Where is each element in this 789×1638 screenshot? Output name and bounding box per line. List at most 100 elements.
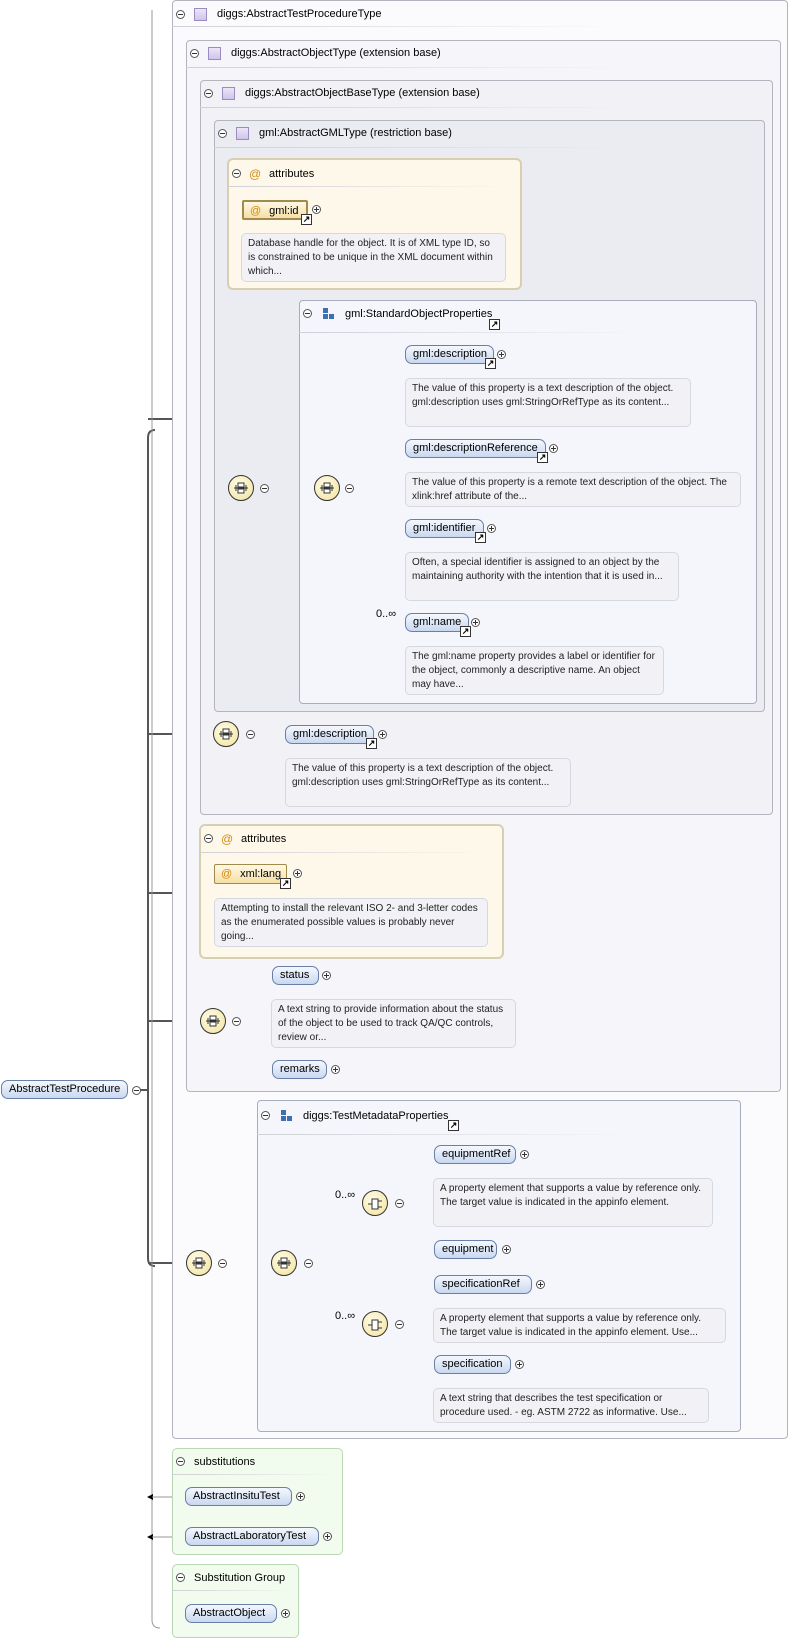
element-label: equipment (442, 1243, 494, 1255)
base-gml-description-element[interactable]: gml:description (285, 725, 374, 744)
substitution-group-box (172, 1564, 299, 1638)
collapse-test-metadata-icon[interactable] (261, 1111, 270, 1120)
complex-type-icon (222, 87, 235, 100)
sequence-compositor-icon[interactable] (200, 1008, 226, 1034)
collapse-sequence-icon[interactable] (345, 484, 354, 493)
collapse-gml-attributes-icon[interactable] (232, 169, 241, 178)
attribute-at-icon: @ (221, 868, 233, 880)
collapse-choice-icon[interactable] (395, 1320, 404, 1329)
gml-id-label: gml:id (269, 205, 299, 217)
expand-element-icon[interactable] (296, 1492, 305, 1501)
sequence-compositor-icon[interactable] (186, 1250, 212, 1276)
group-icon (281, 1110, 292, 1121)
collapse-sequence-icon[interactable] (232, 1017, 241, 1026)
gml-type-title: gml:AbstractGMLType (restriction base) (259, 127, 452, 139)
type-link-icon[interactable]: ↗ (537, 452, 548, 463)
choice-compositor-icon[interactable] (362, 1311, 388, 1337)
collapse-object-type-icon[interactable] (190, 49, 199, 58)
collapse-sequence-icon[interactable] (260, 484, 269, 493)
expand-element-icon[interactable] (323, 1532, 332, 1541)
collapse-procedure-type-icon[interactable] (176, 10, 185, 19)
xml-lang-label: xml:lang (240, 868, 282, 880)
abstractinsitutest-element[interactable]: AbstractInsituTest (185, 1487, 292, 1506)
gml-descriptionreference-element[interactable]: gml:descriptionReference (405, 439, 546, 458)
collapse-sequence-icon[interactable] (304, 1259, 313, 1268)
type-link-icon[interactable]: ↗ (475, 532, 486, 543)
xml-attributes-title: attributes (241, 833, 287, 845)
sequence-compositor-icon[interactable] (314, 475, 340, 501)
root-element-label: AbstractTestProcedure (9, 1083, 121, 1095)
root-element-abstracttestprocedure[interactable]: AbstractTestProcedure (1, 1080, 128, 1099)
element-label: gml:name (413, 616, 462, 628)
type-link-icon[interactable]: ↗ (366, 738, 377, 749)
element-label: AbstractInsituTest (193, 1490, 280, 1502)
type-link-icon[interactable]: ↗ (448, 1120, 459, 1131)
type-link-icon[interactable]: ↗ (280, 878, 291, 889)
expand-element-icon[interactable] (331, 1065, 340, 1074)
specification-element[interactable]: specification (434, 1355, 511, 1374)
substitution-group-title: Substitution Group (194, 1572, 286, 1584)
expand-element-icon[interactable] (322, 971, 331, 980)
expand-element-icon[interactable] (520, 1150, 529, 1159)
expand-xml-lang-icon[interactable] (293, 869, 302, 878)
collapse-sequence-icon[interactable] (218, 1259, 227, 1268)
complex-type-icon (208, 47, 221, 60)
abstractlaboratorytest-element[interactable]: AbstractLaboratoryTest (185, 1527, 319, 1546)
type-link-icon[interactable]: ↗ (460, 626, 471, 637)
type-link-icon[interactable]: ↗ (485, 358, 496, 369)
expand-element-icon[interactable] (536, 1280, 545, 1289)
equipmentref-element[interactable]: equipmentRef (434, 1145, 516, 1164)
element-label: specificationRef (442, 1278, 520, 1290)
collapse-object-base-type-icon[interactable] (204, 89, 213, 98)
gml-attributes-title: attributes (269, 168, 315, 180)
element-label: remarks (280, 1063, 320, 1075)
element-label: AbstractObject (193, 1607, 266, 1619)
choice-compositor-icon[interactable] (362, 1190, 388, 1216)
sequence-compositor-icon[interactable] (213, 721, 239, 747)
expand-element-icon[interactable] (487, 524, 496, 533)
collapse-standard-props-icon[interactable] (303, 309, 312, 318)
element-label: AbstractLaboratoryTest (193, 1530, 307, 1542)
collapse-root-icon[interactable] (132, 1086, 141, 1095)
type-link-icon[interactable]: ↗ (489, 319, 500, 330)
gml-description-element[interactable]: gml:description (405, 345, 494, 364)
element-label: specification (442, 1358, 503, 1370)
expand-element-icon[interactable] (549, 444, 558, 453)
collapse-substitution-group-icon[interactable] (176, 1573, 185, 1582)
sequence-compositor-icon[interactable] (228, 475, 254, 501)
expand-element-icon[interactable] (502, 1245, 511, 1254)
collapse-gml-type-icon[interactable] (218, 129, 227, 138)
element-label: gml:identifier (413, 522, 476, 534)
xml-lang-attribute[interactable]: @ xml:lang (214, 864, 287, 884)
complex-type-icon (194, 8, 207, 21)
element-label: status (280, 969, 310, 981)
occurrence-label: 0..∞ (376, 608, 397, 620)
remarks-element[interactable]: remarks (272, 1060, 327, 1079)
group-icon (323, 308, 334, 319)
expand-element-icon[interactable] (378, 730, 387, 739)
test-metadata-title: diggs:TestMetadataProperties (303, 1110, 449, 1122)
abstractobject-element[interactable]: AbstractObject (185, 1604, 277, 1623)
expand-gml-id-icon[interactable] (312, 205, 321, 214)
type-link-icon[interactable]: ↗ (301, 214, 312, 225)
attribute-at-icon: @ (250, 205, 262, 217)
collapse-substitutions-icon[interactable] (176, 1457, 185, 1466)
expand-element-icon[interactable] (497, 350, 506, 359)
gml-identifier-element[interactable]: gml:identifier (405, 519, 484, 538)
collapse-xml-attributes-icon[interactable] (204, 834, 213, 843)
status-element[interactable]: status (272, 966, 319, 985)
equipmentref-doc: A property element that supports a value… (433, 1178, 713, 1227)
object-type-title: diggs:AbstractObjectType (extension base… (231, 47, 441, 59)
expand-element-icon[interactable] (515, 1360, 524, 1369)
equipment-element[interactable]: equipment (434, 1240, 497, 1259)
gml-name-element[interactable]: gml:name (405, 613, 469, 632)
expand-element-icon[interactable] (281, 1609, 290, 1618)
specificationref-element[interactable]: specificationRef (434, 1275, 532, 1294)
sequence-compositor-icon[interactable] (271, 1250, 297, 1276)
complex-type-icon (236, 127, 249, 140)
collapse-choice-icon[interactable] (395, 1199, 404, 1208)
expand-element-icon[interactable] (471, 618, 480, 627)
gml-id-attribute[interactable]: @ gml:id (242, 200, 308, 220)
collapse-sequence-icon[interactable] (246, 730, 255, 739)
base-gml-description-doc: The value of this property is a text des… (285, 758, 571, 807)
